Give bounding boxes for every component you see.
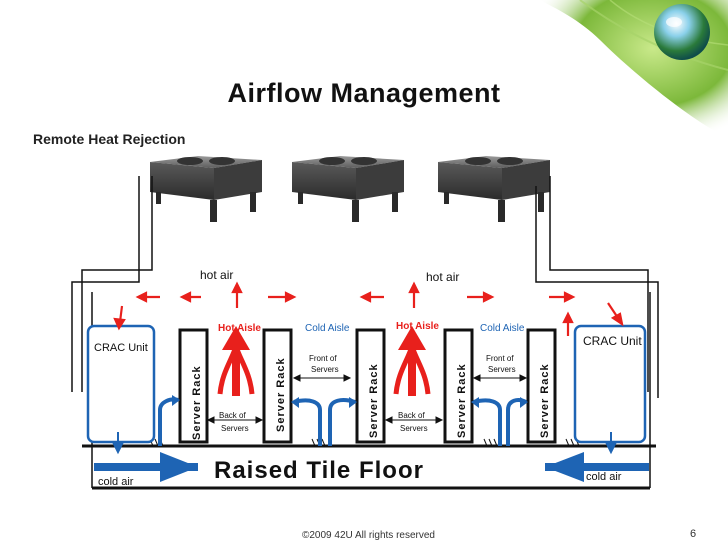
hot-aisle-arrow-left xyxy=(217,326,255,396)
front-of-servers-label-2b: Servers xyxy=(488,365,516,374)
condenser-unit-3 xyxy=(438,156,550,222)
back-of-servers-label-2: Back of xyxy=(398,411,425,420)
raised-tile-floor xyxy=(82,444,656,490)
server-rack-4 xyxy=(443,328,474,444)
cold-aisle-arrowheads xyxy=(172,395,528,408)
front-of-servers-label-2: Front of xyxy=(486,354,514,363)
server-rack-label-3: Server Rack xyxy=(368,363,380,438)
front-of-servers-label-1b: Servers xyxy=(311,365,339,374)
refrigerant-lines xyxy=(71,176,659,398)
hot-aisle-arrow-right xyxy=(393,326,431,396)
condenser-unit-1 xyxy=(150,156,262,222)
cold-air-label-left: cold air xyxy=(98,476,134,488)
back-of-servers-label-1: Back of xyxy=(219,411,246,420)
cold-air-label-right: cold air xyxy=(586,471,622,483)
hot-air-label-right: hot air xyxy=(426,270,459,284)
server-racks xyxy=(178,328,557,444)
crac-unit-label-right: CRAC Unit xyxy=(583,334,642,348)
cold-aisle-label-right: Cold Aisle xyxy=(480,323,525,334)
server-side-arrows xyxy=(206,374,528,424)
back-of-servers-label-2b: Servers xyxy=(400,424,428,433)
raised-tile-floor-label: Raised Tile Floor xyxy=(214,457,424,484)
front-of-servers-label-1: Front of xyxy=(309,354,337,363)
cold-air-flow-right xyxy=(545,452,649,482)
server-rack-label-2: Server Rack xyxy=(275,357,287,432)
leaf-decoration xyxy=(540,0,728,138)
server-rack-label-4: Server Rack xyxy=(456,363,468,438)
server-rack-3 xyxy=(355,328,386,444)
cold-air-flow-left xyxy=(94,452,198,482)
hot-aisle-label-left: Hot Aisle xyxy=(218,323,261,334)
crac-down-arrows xyxy=(112,432,617,455)
hot-air-label-left: hot air xyxy=(200,268,233,282)
condenser-unit-2 xyxy=(292,156,404,222)
server-rack-label-5: Server Rack xyxy=(539,363,551,438)
copyright-footer: ©2009 42U All rights reserved xyxy=(302,530,435,541)
crac-unit-label-left: CRAC Unit xyxy=(94,342,148,354)
hot-aisle-label-right: Hot Aisle xyxy=(396,321,439,332)
water-drop-globe xyxy=(654,4,710,60)
slide-title: Airflow Management xyxy=(227,78,501,108)
back-of-servers-label-1b: Servers xyxy=(221,424,249,433)
server-rack-2 xyxy=(262,328,293,444)
page-number: 6 xyxy=(690,528,697,540)
cold-aisle-label-left: Cold Aisle xyxy=(305,323,350,334)
server-rack-5 xyxy=(526,328,557,444)
slide-subtitle: Remote Heat Rejection xyxy=(33,131,186,147)
hot-air-arrows xyxy=(113,281,624,336)
server-rack-label-1: Server Rack xyxy=(191,365,203,440)
server-rack-1 xyxy=(178,328,209,444)
